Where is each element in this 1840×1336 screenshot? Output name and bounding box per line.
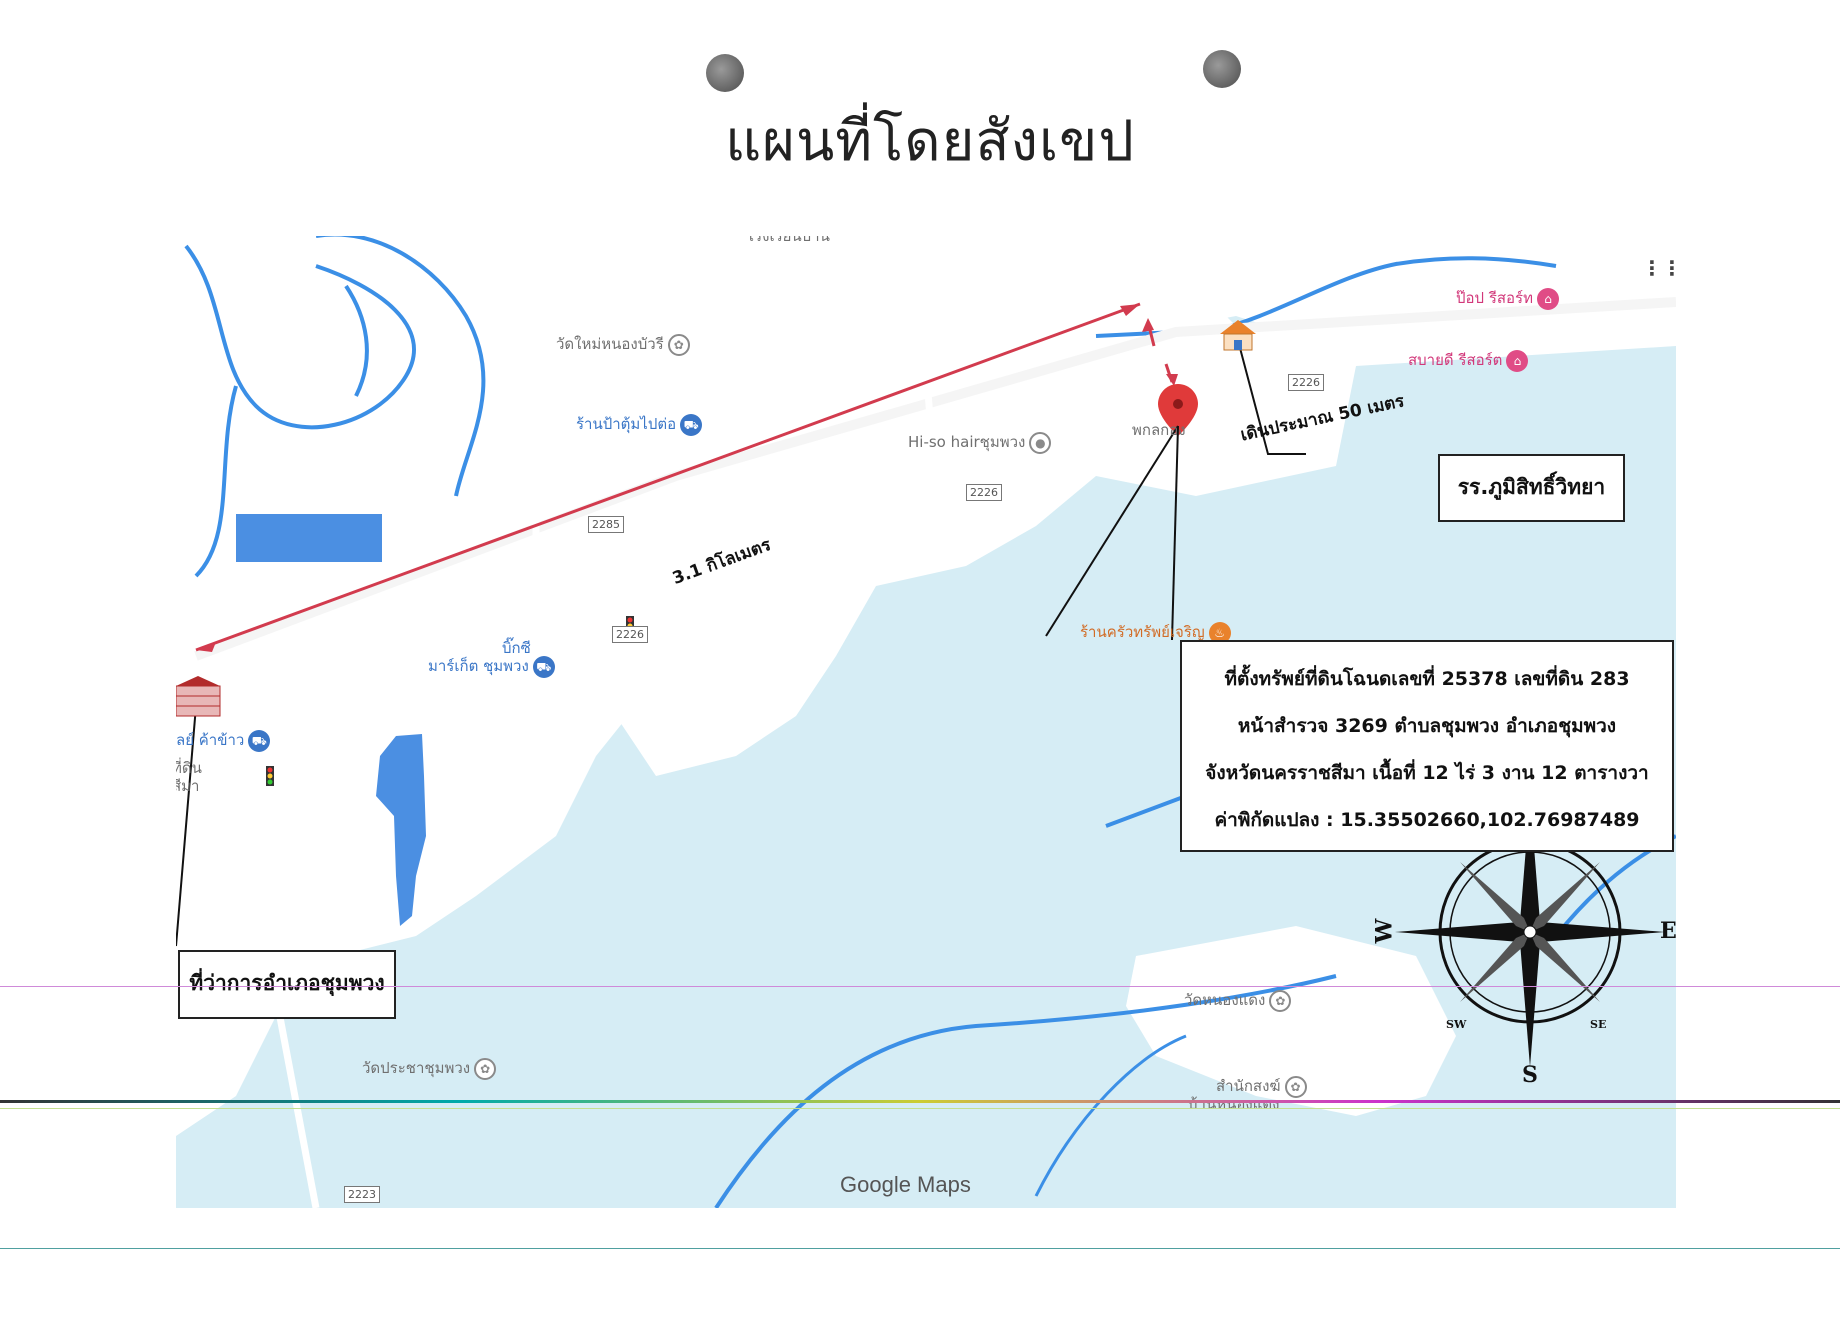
route-line: [195, 302, 1141, 652]
poi-label[interactable]: ป๊อป รีสอร์ท⌂: [1456, 286, 1559, 310]
pond-west: [236, 514, 382, 562]
poi-label[interactable]: มาร์เก็ต ชุมพวง⛟: [428, 654, 555, 678]
road-shield: 2223: [344, 1186, 380, 1203]
road-shield: 2226: [966, 484, 1002, 501]
property-info-callout: ที่ตั้งทรัพย์ที่ดินโฉนดเลขที่ 25378 เลขท…: [1180, 640, 1674, 852]
land-area-south: [1126, 926, 1456, 1116]
route-arrowhead-east: [1120, 304, 1140, 316]
river-southeast: [1034, 1034, 1187, 1197]
info-line-3: จังหวัดนครราชสีมา เนื้อที่ 12 ไร่ 3 งาน …: [1205, 762, 1649, 784]
poi-label[interactable]: สบายดี รีสอร์ต⌂: [1408, 348, 1529, 372]
walk-arrowhead-down: [1166, 374, 1178, 386]
district-office-icon: [176, 676, 221, 717]
compass-west: W: [1371, 918, 1398, 944]
scan-artifact-line: [0, 1100, 1840, 1103]
shopping-cart-icon: ⛟: [248, 729, 271, 752]
scan-artifact-line: [0, 986, 1840, 987]
river-northwest: [316, 236, 486, 497]
leader-school: [1239, 347, 1306, 455]
leader-info-a: [1045, 425, 1179, 637]
compass-east: E: [1660, 918, 1676, 944]
road-shield: 2226: [612, 626, 648, 643]
property-marker: [1158, 384, 1198, 436]
walk-arrowhead-up: [1142, 318, 1154, 332]
poi-label[interactable]: ร้านครัวทรัพย์เจริญ♨: [1080, 620, 1231, 644]
punch-hole-right: [1203, 50, 1241, 88]
river-east: [1095, 256, 1557, 338]
poi-label[interactable]: Hi-so hairชุมพวง●: [908, 430, 1052, 454]
poi-label[interactable]: พกลกอง: [1132, 421, 1186, 439]
temple-icon: ✿: [474, 1057, 497, 1080]
info-line-1: ที่ตั้งทรัพย์ที่ดินโฉนดเลขที่ 25378 เลขท…: [1224, 668, 1630, 690]
road-shield: 2226: [1288, 374, 1324, 391]
traffic-light-icon: [266, 766, 274, 786]
punch-hole-left: [706, 54, 744, 92]
compass-southwest: SW: [1446, 1018, 1467, 1031]
district-office-callout: ที่ว่าการอำเภอชุมพวง: [178, 950, 396, 1019]
route-arrowhead-west: [196, 642, 216, 652]
river-west: [184, 244, 416, 578]
compass-rose-icon: [1395, 797, 1665, 1067]
restaurant-icon: ♨: [1208, 621, 1231, 644]
poi-label[interactable]: วัดใหม่หนองบัวรี✿: [556, 332, 690, 356]
info-line-4: ค่าพิกัดแปลง : 15.35502660,102.76987489: [1214, 809, 1640, 831]
road-shield: 2285: [588, 516, 624, 533]
poi-label[interactable]: บ้านหนองแดง: [1188, 1095, 1280, 1113]
property-marker-dot: [1173, 399, 1183, 409]
poi-label[interactable]: บิ๊กซี: [502, 639, 531, 657]
map-menu-icon[interactable]: ⋮⋮: [1642, 256, 1676, 280]
temple-icon: ✿: [1284, 1075, 1307, 1098]
poi-label[interactable]: วัดหนองแดง✿: [1184, 988, 1292, 1012]
shopping-cart-icon: ⛟: [532, 655, 555, 678]
poi-label[interactable]: สีมา: [176, 777, 200, 795]
land-area-north: [176, 236, 1676, 1136]
temple-icon: ✿: [667, 333, 690, 356]
compass-south: S: [1522, 1062, 1538, 1088]
hotel-icon: ⌂: [1506, 349, 1529, 372]
hotel-icon: ⌂: [1537, 287, 1559, 310]
scan-artifact-line: [0, 1108, 1840, 1109]
school-callout: รร.ภูมิสิทธิ์วิทยา: [1438, 454, 1625, 522]
compass-southeast: SE: [1590, 1018, 1607, 1031]
scan-artifact-line: [0, 1248, 1840, 1249]
page-title: แผนที่โดยสังเขป: [725, 109, 1135, 174]
poi-label[interactable]: โรงเรียนบ้าน: [746, 236, 830, 245]
road-north-south: [532, 236, 940, 556]
poi-label[interactable]: วัดประชาชุมพวง✿: [362, 1056, 497, 1080]
temple-icon: ✿: [1269, 989, 1292, 1012]
shopping-cart-icon: ⛟: [680, 413, 703, 436]
google-maps-attribution: Google Maps: [840, 1172, 971, 1197]
poi-label[interactable]: ที่ดิน: [176, 759, 202, 777]
pond-southwest: [376, 734, 426, 926]
leader-office: [176, 705, 197, 947]
poi-label[interactable]: สำนักสงฆ์✿: [1216, 1074, 1307, 1098]
place-icon: ●: [1029, 431, 1052, 454]
school-building-icon: [1220, 320, 1256, 351]
map-base-layer: [176, 236, 1676, 1208]
poi-label[interactable]: ร้านป้าตุ้มไปต่อ⛟: [576, 412, 703, 436]
info-line-2: หน้าสำรวจ 3269 ตำบลชุมพวง อำเภอชุมพวง: [1237, 715, 1617, 737]
poi-label[interactable]: ลย์ ค้าข้าว⛟: [176, 728, 271, 752]
leader-info-b: [1171, 425, 1179, 641]
